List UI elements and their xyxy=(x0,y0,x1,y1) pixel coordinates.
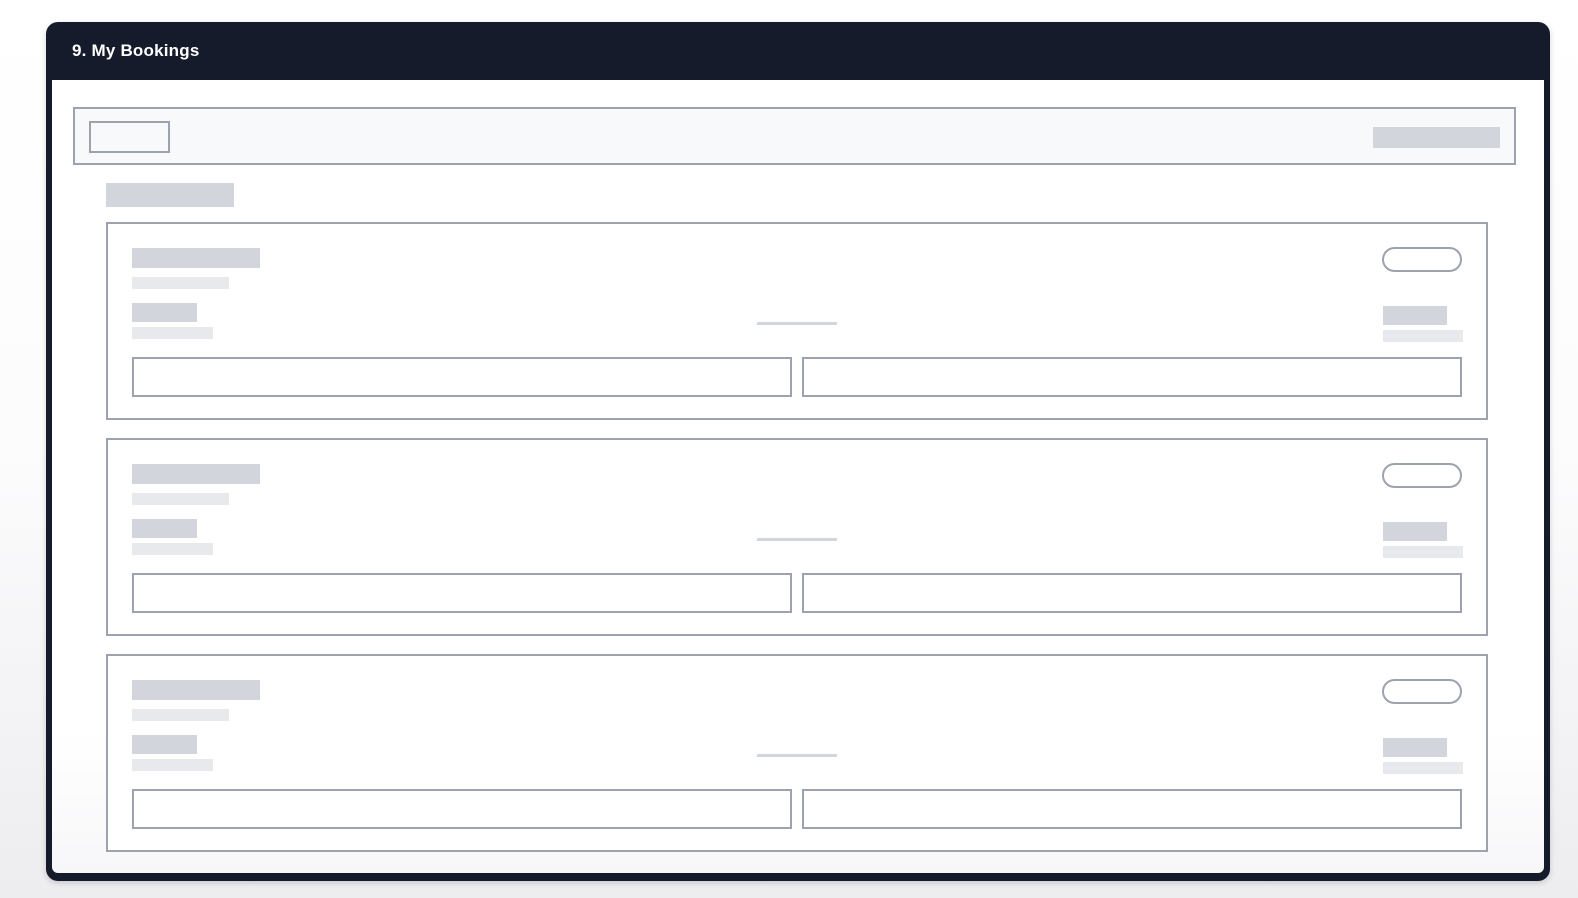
toolbar-label-skeleton xyxy=(1373,127,1500,148)
card-actions xyxy=(132,357,1462,397)
status-badge xyxy=(1382,679,1462,704)
arrival-time-skeleton xyxy=(1383,306,1447,325)
toolbar-button[interactable] xyxy=(89,121,170,153)
booking-reference-skeleton xyxy=(132,709,229,721)
booking-card xyxy=(106,438,1488,636)
window-header: 9. My Bookings xyxy=(46,22,1550,80)
arrival-block xyxy=(1383,306,1463,342)
card-actions xyxy=(132,789,1462,829)
arrival-block xyxy=(1383,738,1463,774)
primary-action-button[interactable] xyxy=(132,357,792,397)
secondary-action-button[interactable] xyxy=(802,357,1462,397)
booking-title-skeleton xyxy=(132,680,260,700)
booking-list xyxy=(106,222,1488,852)
departure-city-skeleton xyxy=(132,759,213,771)
toolbar xyxy=(73,107,1516,165)
departure-time-skeleton xyxy=(132,303,197,322)
arrival-city-skeleton xyxy=(1383,546,1463,558)
secondary-action-button[interactable] xyxy=(802,789,1462,829)
primary-action-button[interactable] xyxy=(132,789,792,829)
arrival-time-skeleton xyxy=(1383,738,1447,757)
status-badge xyxy=(1382,247,1462,272)
primary-action-button[interactable] xyxy=(132,573,792,613)
page-title: 9. My Bookings xyxy=(72,41,200,60)
booking-reference-skeleton xyxy=(132,277,229,289)
status-badge xyxy=(1382,463,1462,488)
booking-title-skeleton xyxy=(132,464,260,484)
booking-card xyxy=(106,654,1488,852)
window-content xyxy=(52,80,1544,873)
departure-city-skeleton xyxy=(132,327,213,339)
arrival-block xyxy=(1383,522,1463,558)
bookings-window: 9. My Bookings xyxy=(46,22,1550,881)
route-line xyxy=(757,754,837,757)
booking-title-skeleton xyxy=(132,248,260,268)
arrival-city-skeleton xyxy=(1383,330,1463,342)
departure-time-skeleton xyxy=(132,519,197,538)
section-title-skeleton xyxy=(106,183,234,207)
departure-city-skeleton xyxy=(132,543,213,555)
secondary-action-button[interactable] xyxy=(802,573,1462,613)
route-line xyxy=(757,538,837,541)
departure-time-skeleton xyxy=(132,735,197,754)
booking-reference-skeleton xyxy=(132,493,229,505)
card-actions xyxy=(132,573,1462,613)
booking-card xyxy=(106,222,1488,420)
route-line xyxy=(757,322,837,325)
arrival-city-skeleton xyxy=(1383,762,1463,774)
arrival-time-skeleton xyxy=(1383,522,1447,541)
